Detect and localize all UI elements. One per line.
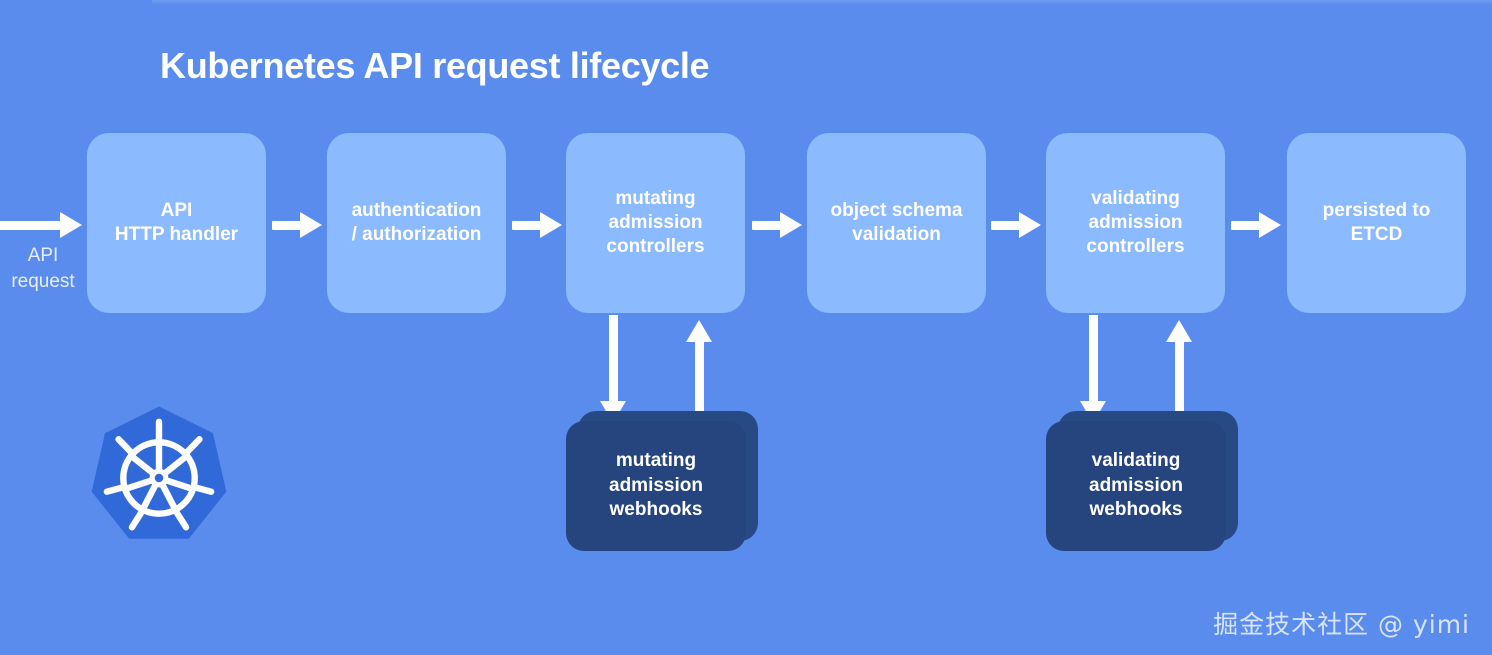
webhook-card-front-layer: validating admission webhooks bbox=[1046, 421, 1226, 551]
stage-box-persisted-to-etcd[interactable]: persisted to ETCD bbox=[1287, 133, 1466, 313]
arrow-shaft bbox=[1089, 315, 1098, 405]
arrow-head-icon bbox=[60, 212, 82, 238]
arrow-auth-to-mutating bbox=[512, 212, 562, 238]
stage-label: mutating admission controllers bbox=[606, 187, 705, 258]
arrow-shaft bbox=[272, 221, 302, 230]
stage-label: validating admission controllers bbox=[1086, 187, 1185, 258]
arrow-validating-to-etcd bbox=[1231, 212, 1281, 238]
arrow-shaft bbox=[1175, 338, 1184, 420]
stage-label: authentication / authorization bbox=[351, 199, 482, 245]
arrow-head-icon bbox=[780, 212, 802, 238]
arrow-head-icon bbox=[1166, 320, 1192, 342]
arrow-head-icon bbox=[1259, 212, 1281, 238]
arrow-shaft bbox=[752, 221, 782, 230]
arrow-up-from-mutating-webhooks bbox=[686, 320, 712, 420]
arrow-up-from-validating-webhooks bbox=[1166, 320, 1192, 420]
arrow-incoming-request bbox=[0, 212, 82, 238]
arrow-mutating-to-schema bbox=[752, 212, 802, 238]
arrow-schema-to-validating bbox=[991, 212, 1041, 238]
stage-label: object schema validation bbox=[830, 199, 963, 245]
webhook-card-mutating-admission-webhooks[interactable]: mutating admission webhooks bbox=[566, 411, 758, 551]
arrow-down-to-mutating-webhooks bbox=[600, 315, 626, 423]
arrow-down-to-validating-webhooks bbox=[1080, 315, 1106, 423]
stage-box-api-http-handler[interactable]: API HTTP handler bbox=[87, 133, 266, 313]
arrow-shaft bbox=[695, 338, 704, 420]
arrow-handler-to-auth bbox=[272, 212, 322, 238]
stage-box-mutating-admission-controllers[interactable]: mutating admission controllers bbox=[566, 133, 745, 313]
arrow-shaft bbox=[609, 315, 618, 405]
arrow-shaft bbox=[0, 221, 60, 230]
webhook-card-front-layer: mutating admission webhooks bbox=[566, 421, 746, 551]
arrow-shaft bbox=[512, 221, 542, 230]
stage-label: persisted to ETCD bbox=[1322, 199, 1431, 245]
webhook-card-validating-admission-webhooks[interactable]: validating admission webhooks bbox=[1046, 411, 1238, 551]
api-request-label: API request bbox=[11, 245, 75, 292]
stage-box-authentication-authorization[interactable]: authentication / authorization bbox=[327, 133, 506, 313]
page-title: Kubernetes API request lifecycle bbox=[160, 45, 710, 86]
arrow-shaft bbox=[991, 221, 1021, 230]
kubernetes-logo-icon bbox=[83, 398, 235, 558]
webhook-label: validating admission webhooks bbox=[1089, 450, 1183, 521]
arrow-head-icon bbox=[540, 212, 562, 238]
watermark-text: 掘金技术社区 @ yimi bbox=[1213, 610, 1470, 639]
arrow-shaft bbox=[1231, 221, 1261, 230]
stage-label: API HTTP handler bbox=[114, 199, 239, 245]
stage-box-object-schema-validation[interactable]: object schema validation bbox=[807, 133, 986, 313]
stage-box-validating-admission-controllers[interactable]: validating admission controllers bbox=[1046, 133, 1225, 313]
webhook-label: mutating admission webhooks bbox=[609, 450, 703, 521]
arrow-head-icon bbox=[686, 320, 712, 342]
arrow-head-icon bbox=[1019, 212, 1041, 238]
arrow-head-icon bbox=[300, 212, 322, 238]
top-edge-highlight bbox=[152, 0, 1492, 5]
